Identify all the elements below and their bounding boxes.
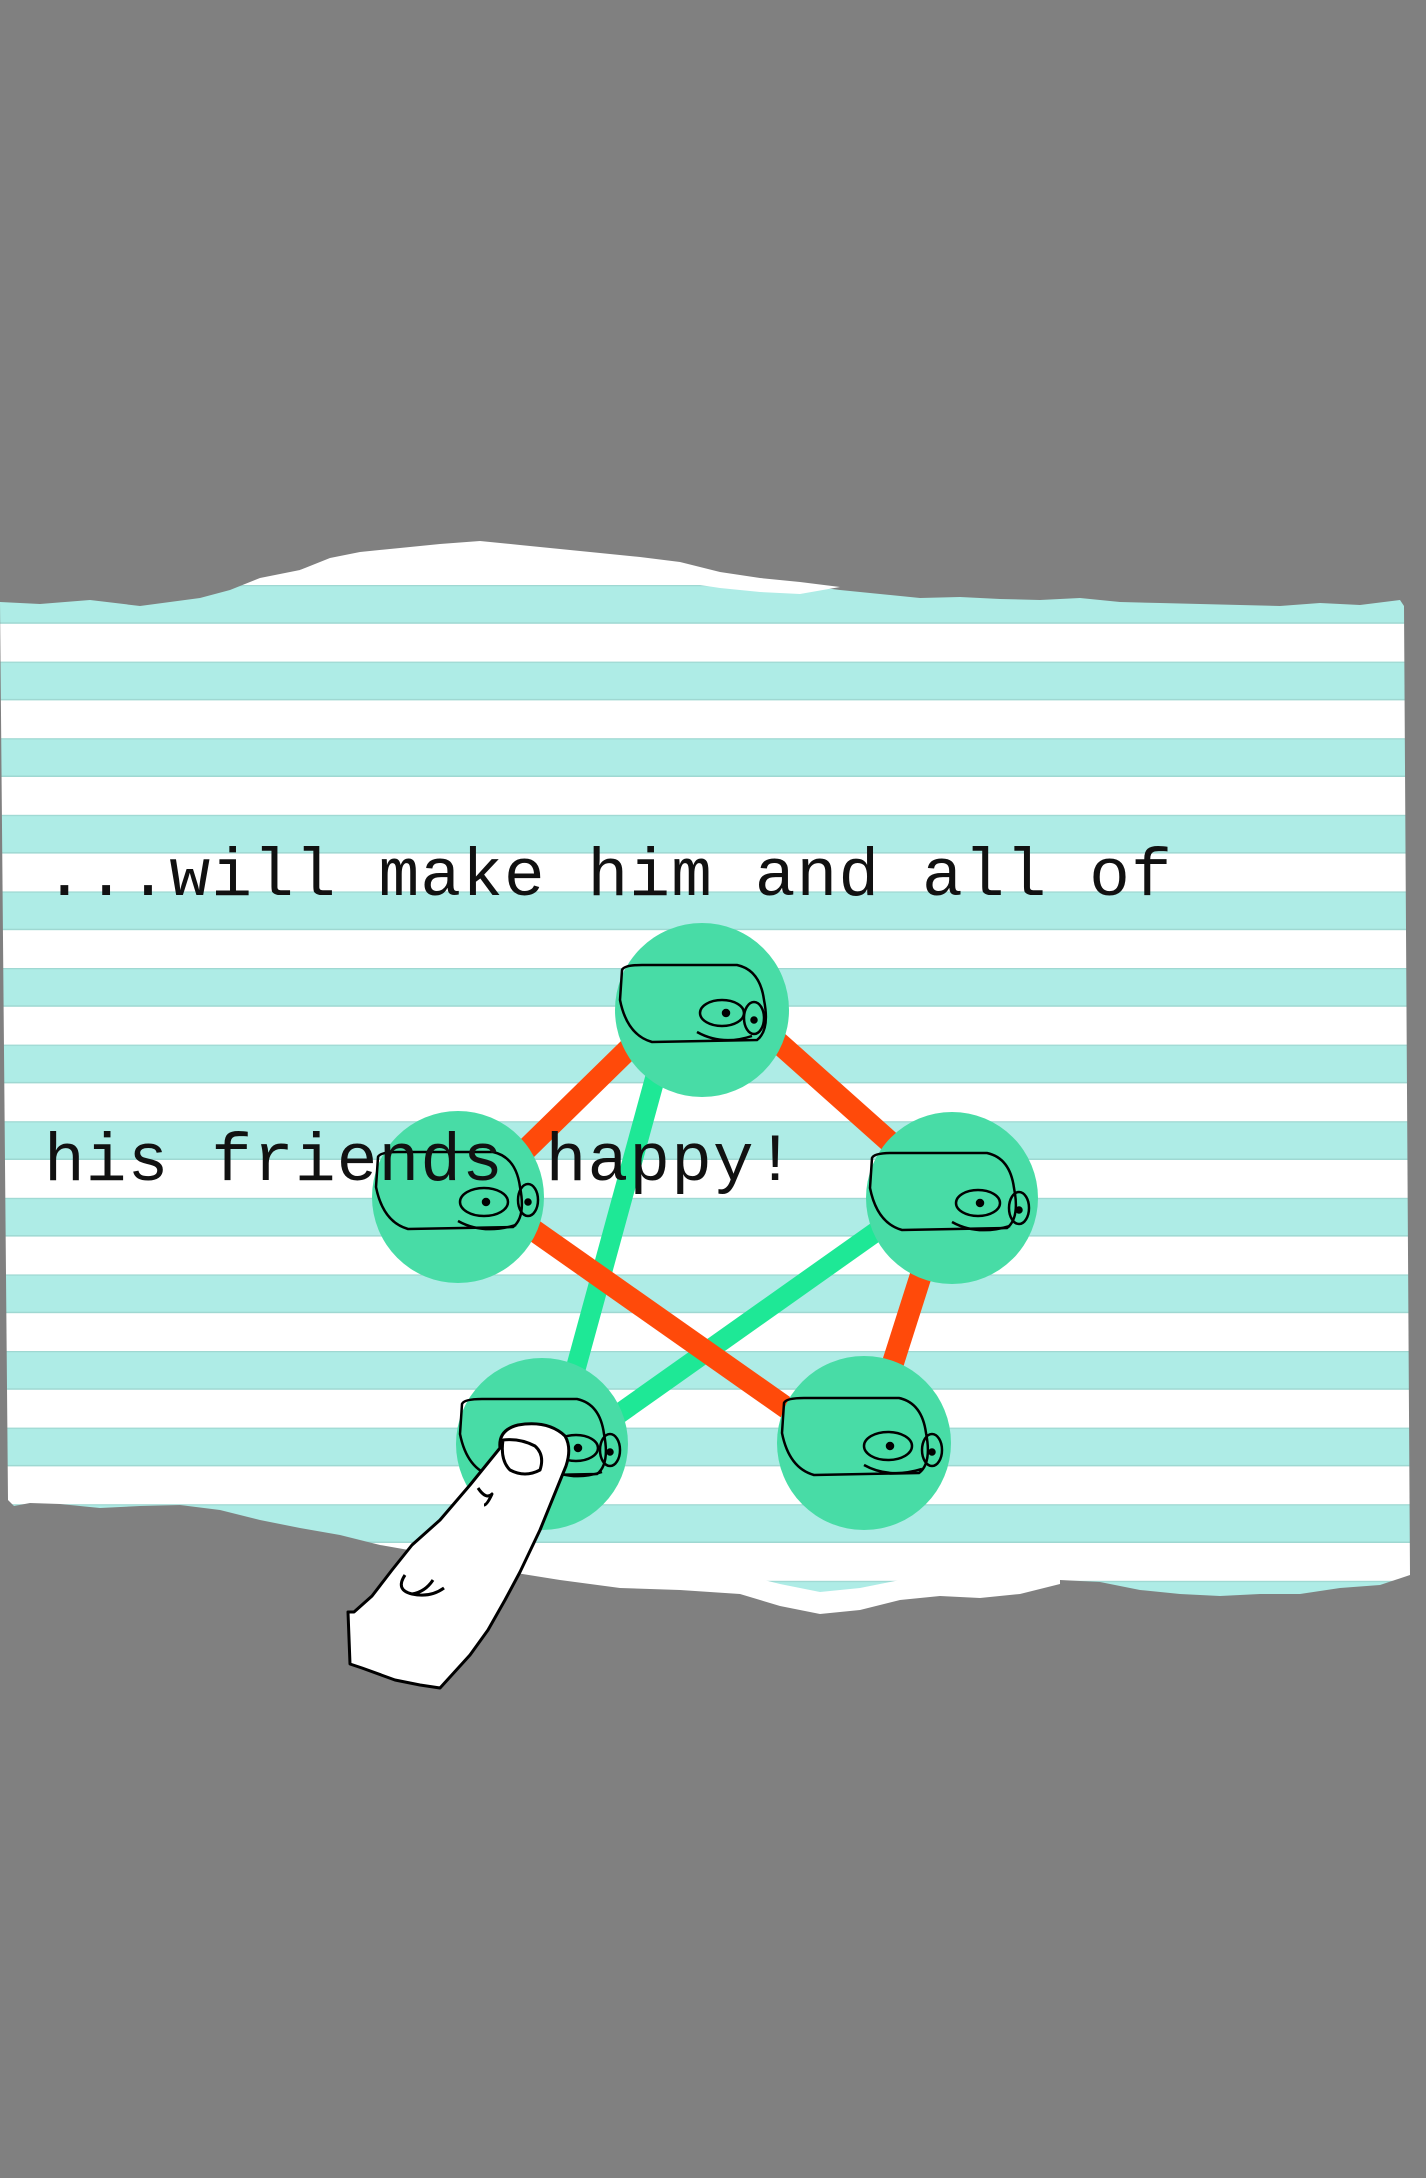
happy-link <box>559 1181 941 1461</box>
unhappy-link <box>515 1213 822 1437</box>
friend-node-right[interactable] <box>866 1112 1038 1284</box>
smiling-face-icon <box>618 963 768 1044</box>
unhappy-link <box>754 1019 918 1169</box>
smiling-face-icon <box>868 1151 1031 1232</box>
caption-line-2: his friends happy! <box>44 1124 797 1201</box>
friend-node-bottom-right[interactable] <box>777 1356 951 1530</box>
story-caption: ...will make him and all of his friends … <box>44 640 1404 1400</box>
happy-link <box>553 1013 682 1418</box>
smiling-face-icon <box>780 1396 944 1477</box>
smiling-face-icon <box>374 1150 540 1231</box>
friend-node-top[interactable] <box>615 923 789 1097</box>
friend-node-left[interactable] <box>372 1111 544 1283</box>
pointing-finger-icon <box>346 1422 571 1690</box>
caption-line-1: ...will make him and all of <box>44 839 1173 916</box>
